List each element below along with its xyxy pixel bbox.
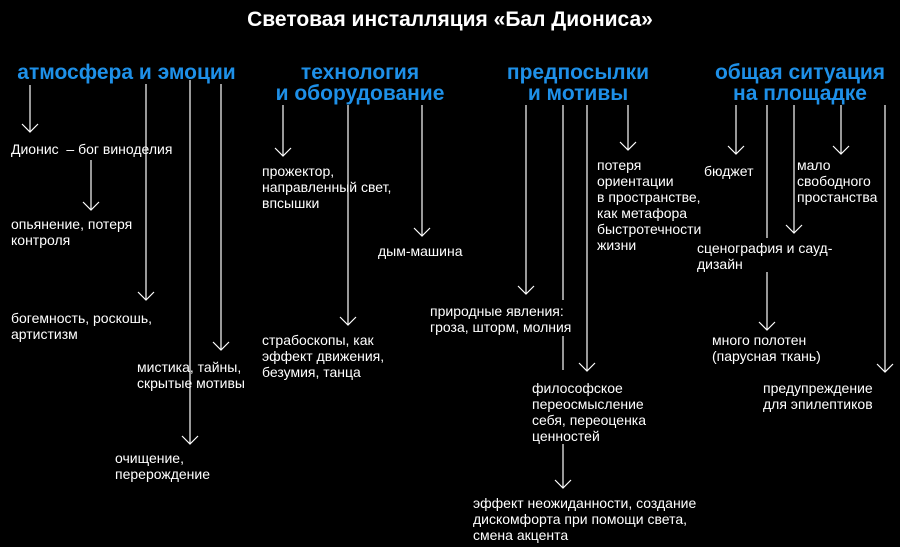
node-warning: предупреждение для эпилептиков — [763, 380, 873, 412]
node-dionysus: Дионис – бог виноделия — [11, 141, 173, 157]
node-projector: прожектор, направленный свет, впсышки — [262, 163, 392, 211]
node-fog-machine: дым-машина — [378, 243, 463, 259]
header-premises: предпосылки и мотивы — [506, 61, 650, 105]
node-bohemian: богемность, роскошь, артистизм — [11, 310, 153, 342]
node-intoxication: опьянение, потеря контроля — [11, 216, 133, 248]
header-technology: технология и оборудование — [275, 61, 445, 105]
node-strobes: страбоскопы, как эффект движения, безуми… — [262, 332, 385, 380]
node-mystique: мистика, тайны, скрытые мотивы — [137, 359, 245, 391]
header-atmosphere: атмосфера и эмоции — [17, 61, 236, 84]
node-disorientation: потеря ориентации в пространстве, как ме… — [597, 157, 702, 253]
node-canvases: много полотен (парусная ткань) — [712, 332, 821, 364]
node-surprise: эффект неожиданности, создание дискомфор… — [473, 495, 697, 543]
node-scenography: сценография и сауд- дизайн — [697, 240, 833, 272]
node-budget: бюджет — [704, 163, 754, 179]
diagram-title: Световая инсталляция «Бал Диониса» — [247, 8, 653, 31]
header-situation: общая ситуация на площадке — [714, 61, 886, 105]
node-nature: природные явления: гроза, шторм, молния — [430, 303, 572, 335]
node-philosophy: философское переосмысление себя, переоце… — [532, 380, 647, 444]
node-purification: очищение, перерождение — [115, 450, 211, 482]
node-space: мало свободного простанства — [797, 157, 878, 205]
